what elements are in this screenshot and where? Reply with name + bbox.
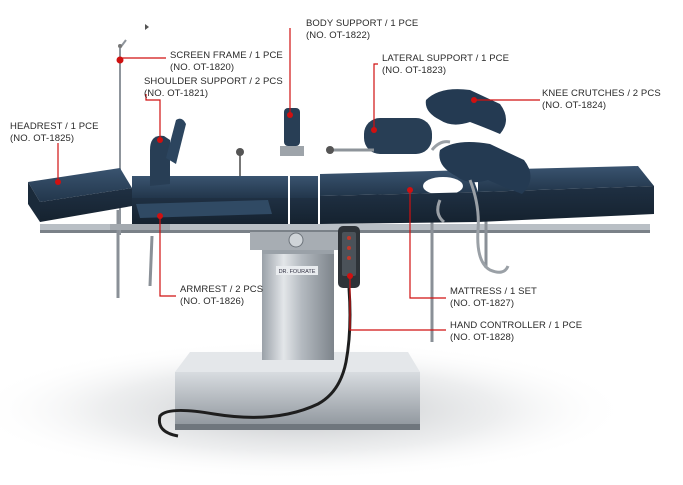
mattress-code: (NO. OT-1827) [450,298,515,309]
hand-controller-name: HAND CONTROLLER / 1 PCE [450,320,583,331]
callout-mattress: MATTRESS / 1 SET (NO. OT-1827) [450,286,537,310]
headrest-code: (NO. OT-1825) [10,133,75,144]
leader-lines [57,28,540,331]
leader-shoulder-support [145,94,161,140]
callout-hand-controller: HAND CONTROLLER / 1 PCE (NO. OT-1828) [450,320,582,344]
callout-lateral-support: LATERAL SUPPORT / 1 PCE (NO. OT-1823) [382,53,509,77]
shoulder-support [150,118,186,186]
leader-mattress [409,190,446,299]
lateral-support [326,118,432,154]
body-support-code: (NO. OT-1822) [306,30,371,41]
hand-controller [157,226,360,438]
screen-frame-name: SCREEN FRAME / 1 PCE [170,50,283,61]
leader-dots [55,56,477,279]
knee-crutches [425,89,531,274]
side-rods [116,205,488,342]
lateral-support-code: (NO. OT-1823) [382,65,447,76]
shoulder-support-code: (NO. OT-1821) [144,88,209,99]
headrest-name: HEADREST / 1 PCE [10,121,99,132]
leader-hand-controller [349,276,446,331]
pedestal-brand: DR. FOURATE [279,269,316,275]
callout-body-support: BODY SUPPORT / 1 PCE (NO. OT-1822) [306,18,418,42]
callout-screen-frame: SCREEN FRAME / 1 PCE (NO. OT-1820) [170,50,283,74]
callout-knee-crutches: KNEE CRUTCHES / 2 PCS (NO. OT-1824) [542,88,661,112]
leader-lateral-support [373,63,378,130]
knee-crutches-name: KNEE CRUTCHES / 2 PCS [542,88,661,99]
mattress [28,166,654,224]
lateral-support-name: LATERAL SUPPORT / 1 PCE [382,53,510,64]
mattress-name: MATTRESS / 1 SET [450,286,537,297]
armrest-code: (NO. OT-1826) [180,296,245,307]
callout-headrest: HEADREST / 1 PCE (NO. OT-1825) [10,121,99,145]
body-support-name: BODY SUPPORT / 1 PCE [306,18,419,29]
screen-frame-code: (NO. OT-1820) [170,62,235,73]
armrest [110,200,272,230]
body-support [236,108,304,176]
hand-controller-code: (NO. OT-1828) [450,332,515,343]
callout-armrest: ARMREST / 2 PCS (NO. OT-1826) [180,284,263,308]
table-base [175,352,420,430]
knee-crutches-code: (NO. OT-1824) [542,100,607,111]
callout-shoulder-support: SHOULDER SUPPORT / 2 PCS (NO. OT-1821) [144,76,283,100]
armrest-name: ARMREST / 2 PCS [180,284,264,295]
pedestal-column: DR. FOURATE [262,248,334,360]
headrest-pad [28,168,132,202]
leader-armrest [159,216,176,297]
shoulder-support-name: SHOULDER SUPPORT / 2 PCS [144,76,283,87]
